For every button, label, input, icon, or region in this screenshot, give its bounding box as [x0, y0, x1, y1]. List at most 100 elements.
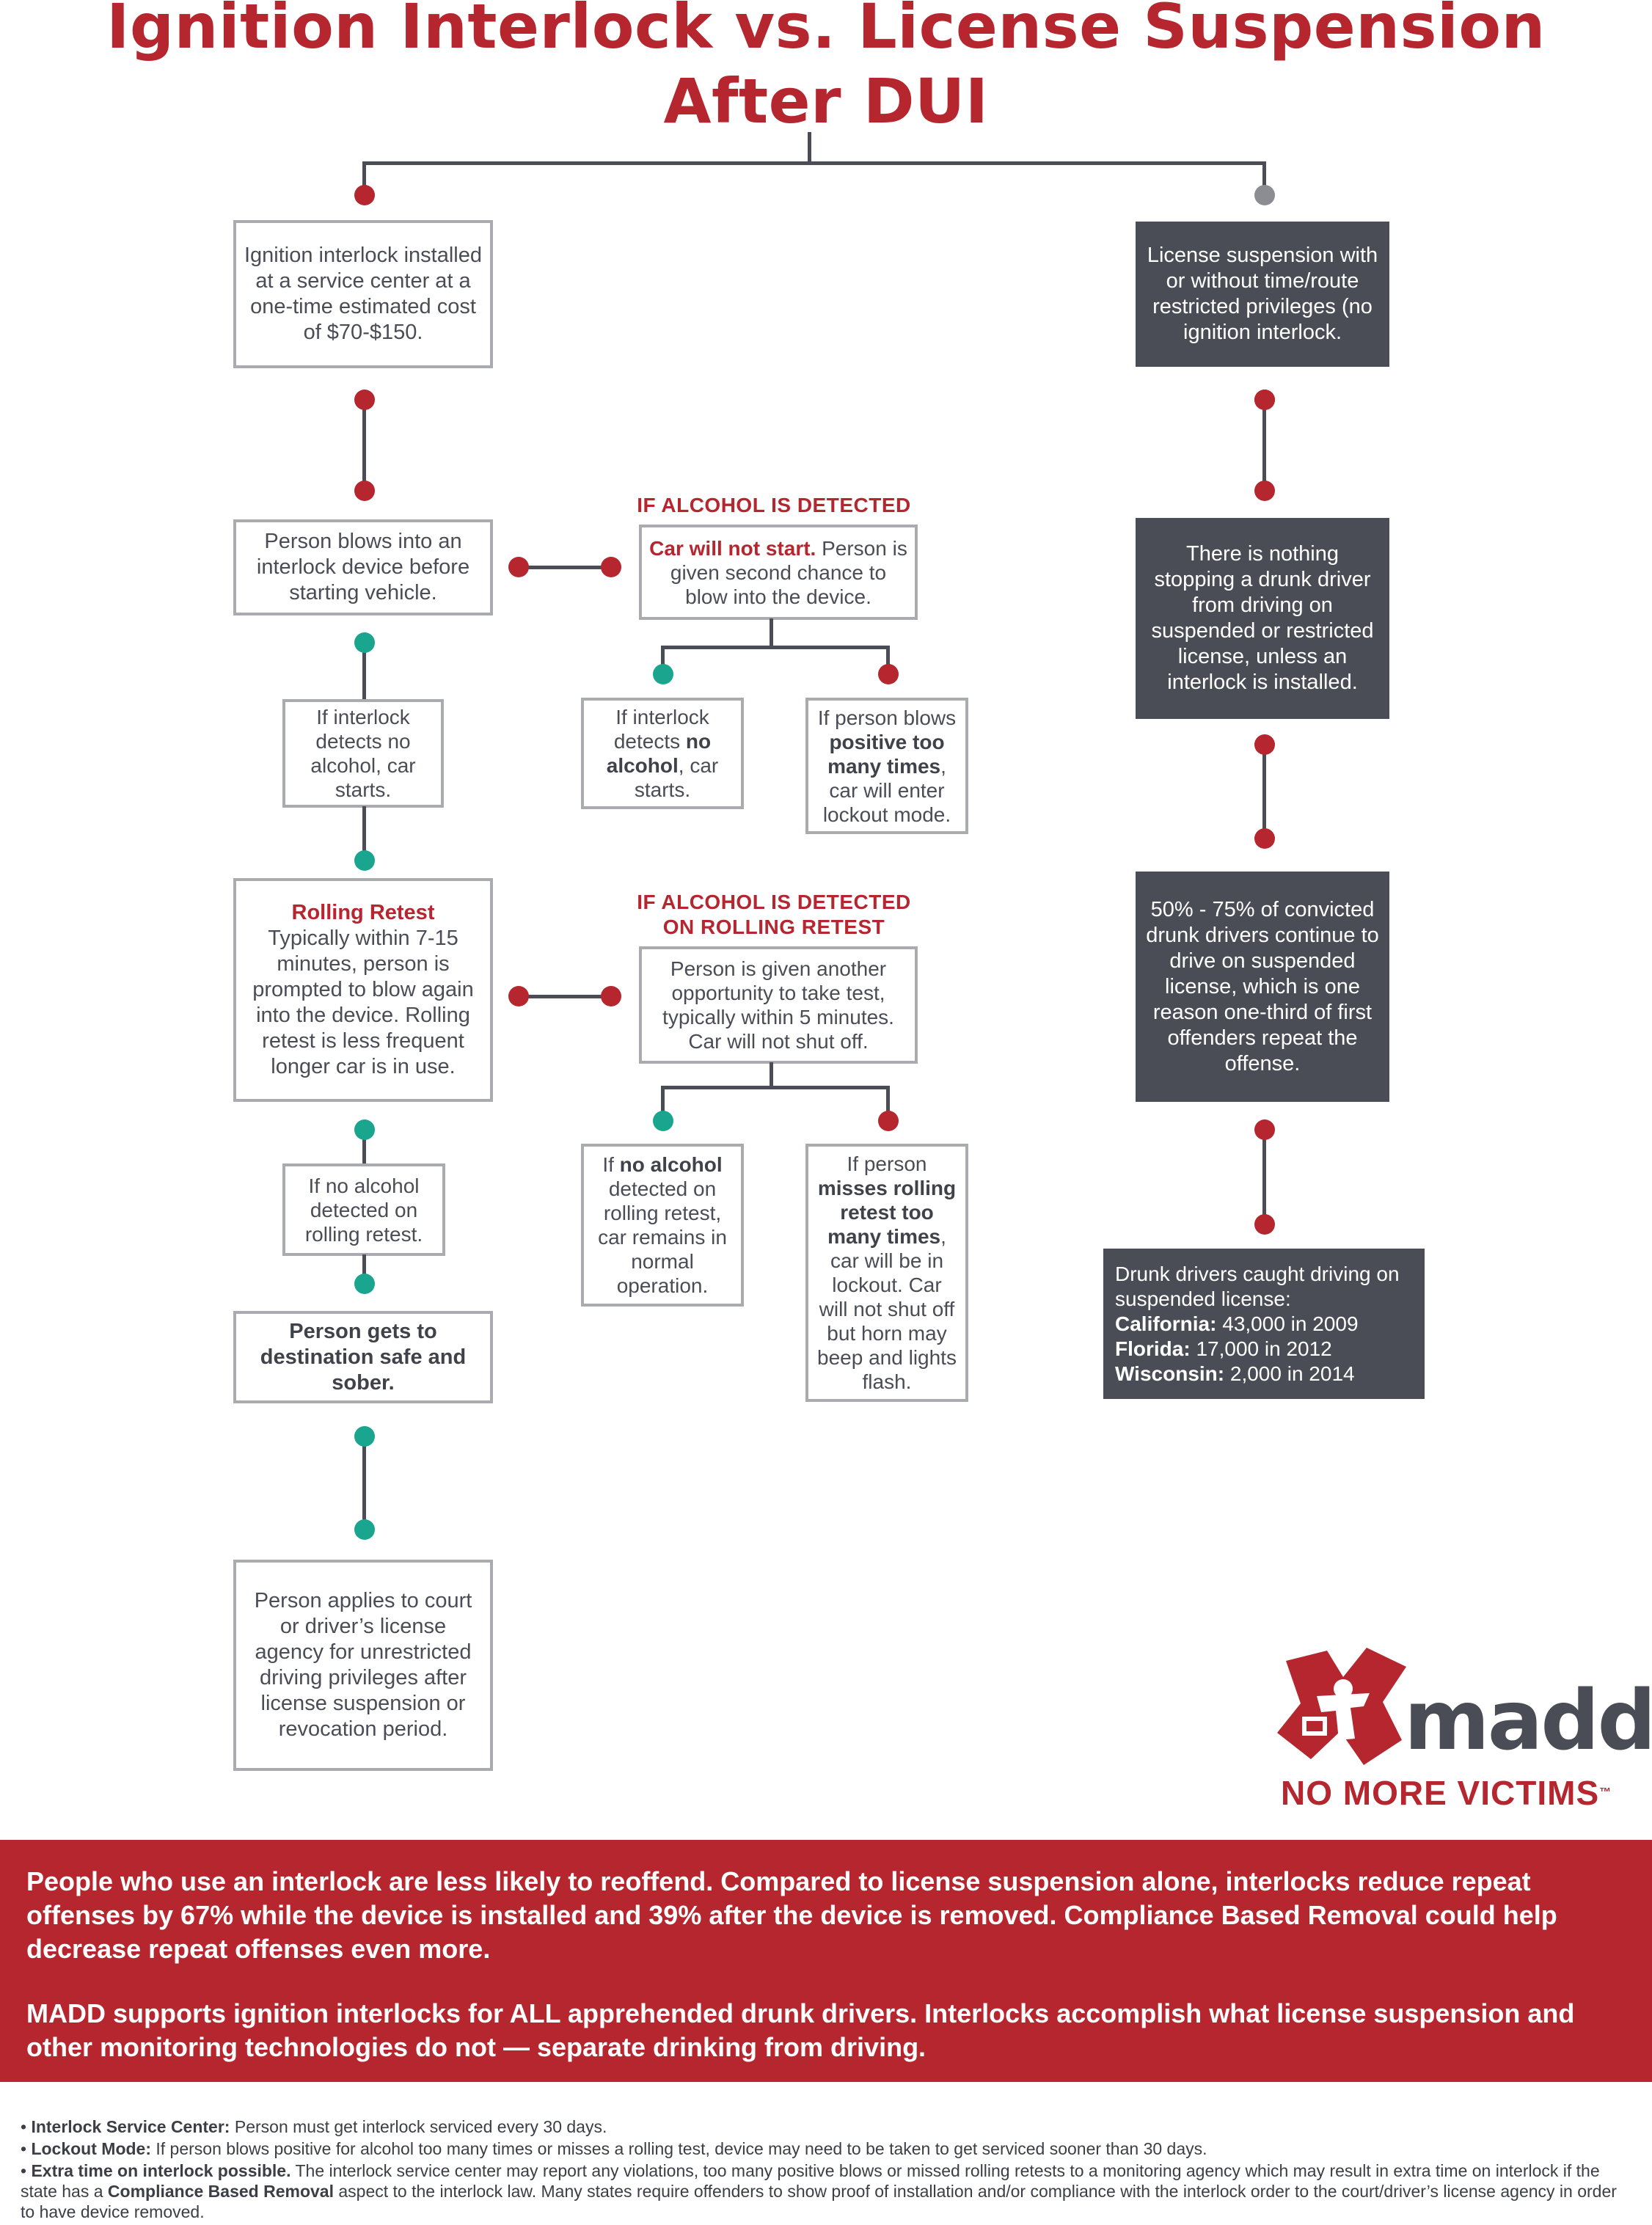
nothing-stopping-box: There is nothing stopping a drunk driver… [1136, 518, 1389, 719]
registered-mark: ® [1636, 1689, 1647, 1705]
interlock-no-alcohol-box: If interlock detects no alcohol, car sta… [581, 698, 744, 809]
node-dot [1254, 185, 1275, 205]
normal-operation-box: If no alcohol detected on rolling retest… [581, 1144, 744, 1307]
blow-before-start-text: Person blows into an interlock device be… [256, 530, 470, 604]
footer-note-text: The interlock service center may report … [21, 2161, 1600, 2201]
node-dot [354, 1519, 375, 1540]
destination-safe-text: Person gets to destination safe and sobe… [260, 1319, 467, 1395]
node-dot [354, 185, 375, 205]
slogan-text: NO MORE VICTIMS [1281, 1774, 1600, 1812]
car-will-not-start-box: Car will not start. Person is given seco… [639, 525, 918, 620]
connector [886, 646, 890, 675]
connector [770, 1062, 773, 1088]
node-dot [354, 1426, 375, 1447]
rolling-retest-box: Rolling Retest Typically within 7-15 min… [233, 878, 493, 1102]
footer-note-label: Lockout Mode: [31, 2139, 151, 2158]
node-dot [508, 557, 529, 577]
banner-paragraph-1: People who use an interlock are less lik… [26, 1866, 1557, 1964]
stat-value: 2,000 in 2014 [1224, 1362, 1355, 1385]
stat-value: 17,000 in 2012 [1190, 1337, 1332, 1360]
node-dot [354, 1119, 375, 1140]
footer-note-text: aspect to the interlock law. Many states… [21, 2182, 1617, 2221]
footer-note-2: • Lockout Mode: If person blows positive… [21, 2139, 1207, 2158]
node-dot [878, 664, 899, 684]
trademark-mark: ™ [1599, 1786, 1612, 1799]
node-dot [601, 557, 621, 577]
rolling-retest-title: Rolling Retest [291, 901, 435, 924]
stat-state: Florida: [1115, 1337, 1191, 1360]
banner-paragraph-2: MADD supports ignition interlocks for AL… [26, 1998, 1575, 2062]
connector [362, 1254, 366, 1281]
interlock-no-alcohol-bold: no alcohol [606, 730, 712, 777]
node-dot [354, 850, 375, 871]
normal-operation-pre: If [602, 1153, 620, 1176]
node-dot [878, 1111, 899, 1131]
connector [519, 566, 611, 569]
no-alcohol-retest-box: If no alcohol detected on rolling retest… [282, 1163, 445, 1256]
connector [362, 1436, 366, 1530]
caught-driving-box: Drunk drivers caught driving on suspende… [1103, 1249, 1425, 1399]
slogan: NO MORE VICTIMS™ [1281, 1774, 1612, 1812]
footer-note-label: Interlock Service Center: [31, 2117, 230, 2136]
node-dot [1254, 390, 1275, 410]
interlock-no-alcohol-post: , car starts. [634, 754, 719, 801]
missed-retest-bold: misses rolling retest too many times [817, 1177, 957, 1248]
connector [661, 646, 889, 649]
footer-note-3: • Extra time on interlock possible. The … [21, 2161, 1617, 2221]
connector [519, 995, 611, 998]
connector [362, 1133, 366, 1166]
stat-california: California: 43,000 in 2009 [1115, 1312, 1413, 1337]
rolling-retest-heading-line2: ON ROLLING RETEST [662, 916, 885, 938]
connector [886, 1086, 890, 1115]
normal-operation-bold: no alcohol [619, 1153, 723, 1176]
no-alcohol-retest-text: If no alcohol detected on rolling retest… [304, 1174, 423, 1246]
car-will-not-start-text: Person is given second chance to blow in… [670, 536, 907, 608]
missed-retest-box: If person misses rolling retest too many… [805, 1144, 968, 1402]
nothing-stopping-text: There is nothing stopping a drunk driver… [1151, 542, 1374, 694]
footer-note-bold: Compliance Based Removal [107, 2182, 334, 2201]
node-dot [1254, 481, 1275, 501]
connector [1262, 161, 1266, 194]
madd-wordmark: madd [1404, 1673, 1652, 1769]
court-application-text: Person applies to court or driver’s lice… [254, 1589, 472, 1741]
lockout-mode-pre: If person blows [817, 706, 957, 729]
node-dot [508, 986, 529, 1006]
license-suspension-box: License suspension with or without time/… [1136, 222, 1389, 367]
lockout-mode-post: , car will enter lockout mode. [822, 754, 951, 826]
connector [770, 618, 773, 648]
lockout-mode-bold: positive too many times [827, 730, 945, 778]
lockout-mode-box: If person blows positive too many times,… [805, 698, 968, 834]
madd-logo-icon [1277, 1648, 1406, 1765]
continue-driving-box: 50% - 75% of convicted drunk drivers con… [1136, 872, 1389, 1102]
stat-florida: Florida: 17,000 in 2012 [1115, 1337, 1413, 1362]
node-dot [653, 664, 673, 684]
connector [362, 642, 366, 701]
footer-note-text: Person must get interlock serviced every… [230, 2117, 607, 2136]
car-will-not-start-bold: Car will not start. [649, 536, 816, 560]
stat-value: 43,000 in 2009 [1216, 1312, 1359, 1335]
footer-note-1: • Interlock Service Center: Person must … [21, 2117, 607, 2136]
page-title: Ignition Interlock vs. License Suspensio… [106, 0, 1546, 62]
license-suspension-text: License suspension with or without time/… [1147, 244, 1378, 344]
stat-state: California: [1115, 1312, 1217, 1335]
footer-note-label: Extra time on interlock possible. [31, 2161, 291, 2180]
summary-banner: People who use an interlock are less lik… [0, 1840, 1652, 2082]
page-title-line2: After DUI [663, 65, 989, 137]
node-dot [653, 1111, 673, 1131]
connector [808, 132, 811, 163]
connector [1262, 1133, 1266, 1226]
node-dot [354, 632, 375, 653]
alcohol-detected-heading: IF ALCOHOL IS DETECTED [637, 494, 911, 516]
connector [362, 806, 366, 859]
connector [362, 161, 1265, 165]
caught-driving-intro: Drunk drivers caught driving on suspende… [1115, 1262, 1400, 1310]
stat-state: Wisconsin: [1115, 1362, 1225, 1385]
rolling-retest-text: Typically within 7-15 minutes, person is… [252, 927, 474, 1078]
court-application-box: Person applies to court or driver’s lice… [233, 1560, 493, 1771]
node-dot [1254, 828, 1275, 849]
node-dot [1254, 1214, 1275, 1235]
node-dot [1254, 734, 1275, 755]
another-opportunity-box: Person is given another opportunity to t… [639, 946, 918, 1064]
node-dot [354, 1274, 375, 1294]
another-opportunity-text: Person is given another opportunity to t… [662, 957, 894, 1053]
